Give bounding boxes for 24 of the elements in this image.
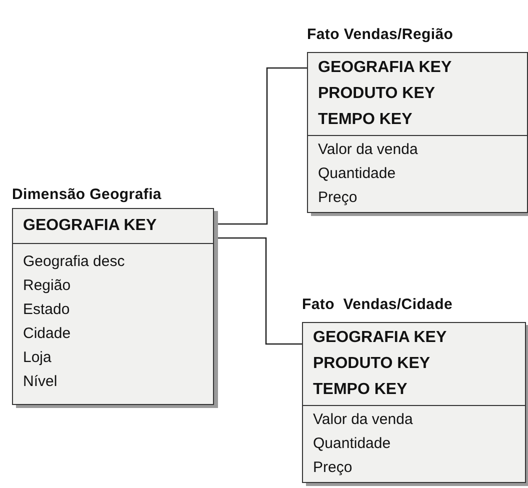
key-field: TEMPO KEY [318, 107, 517, 133]
connector-line [217, 237, 303, 345]
key-field: GEOGRAFIA KEY [313, 325, 515, 351]
table-title: Fato Vendas/Região [307, 26, 454, 45]
key-field: PRODUTO KEY [313, 351, 515, 377]
table-title: Dimensão Geografia [12, 186, 162, 205]
attribute-field: Quantidade [318, 162, 517, 186]
attribute-field: Região [23, 274, 203, 298]
key-field: GEOGRAFIA KEY [23, 213, 203, 239]
key-field: GEOGRAFIA KEY [318, 55, 517, 81]
attribute-field: Valor da venda [318, 138, 517, 162]
attribute-field: Cidade [23, 322, 203, 346]
attribute-field: Estado [23, 298, 203, 322]
connector-line [217, 67, 308, 225]
attribute-field: Quantidade [313, 432, 515, 456]
key-field: TEMPO KEY [313, 377, 515, 403]
attribute-field: Preço [318, 186, 517, 210]
attribute-field: Preço [313, 456, 515, 480]
table-title: Fato Vendas/Cidade [302, 296, 454, 315]
attribute-field: Nível [23, 370, 203, 394]
key-field: PRODUTO KEY [318, 81, 517, 107]
attribute-field: Valor da venda [313, 408, 515, 432]
attribute-field: Geografia desc [23, 250, 203, 274]
attribute-field: Loja [23, 346, 203, 370]
